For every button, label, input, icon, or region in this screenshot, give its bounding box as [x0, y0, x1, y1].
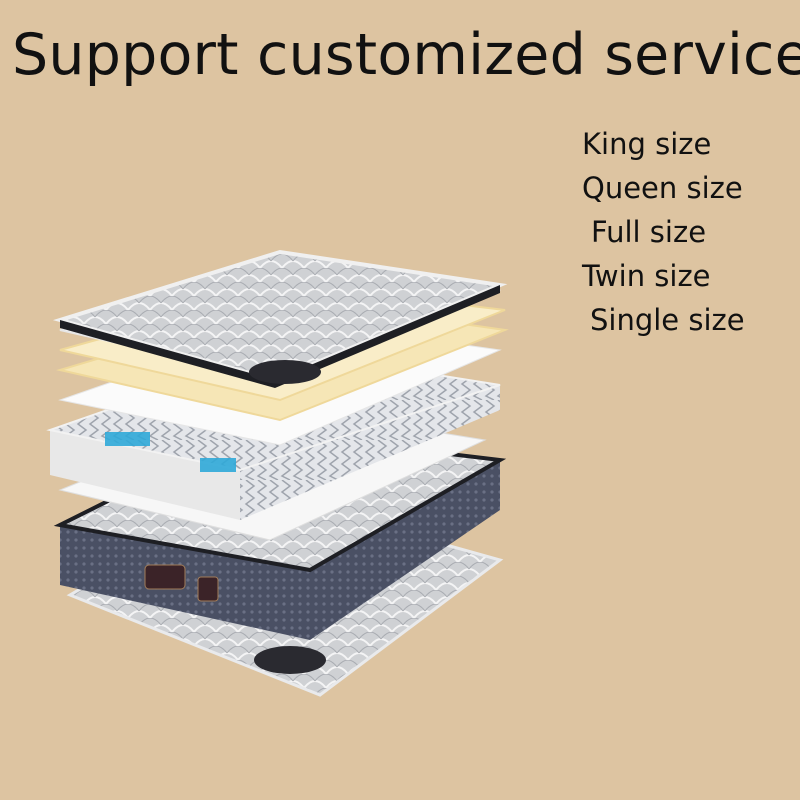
size-twin: Twin size — [582, 259, 711, 293]
headline: Support customized services — [12, 22, 800, 88]
size-list: King size Queen size Full size Twin size… — [582, 122, 745, 342]
top-quilted-layer — [52, 249, 508, 388]
size-single: Single size — [590, 303, 745, 337]
size-king: King size — [582, 127, 712, 161]
size-full: Full size — [591, 215, 707, 249]
size-queen: Queen size — [582, 171, 743, 205]
mattress-layers-image — [46, 249, 509, 697]
